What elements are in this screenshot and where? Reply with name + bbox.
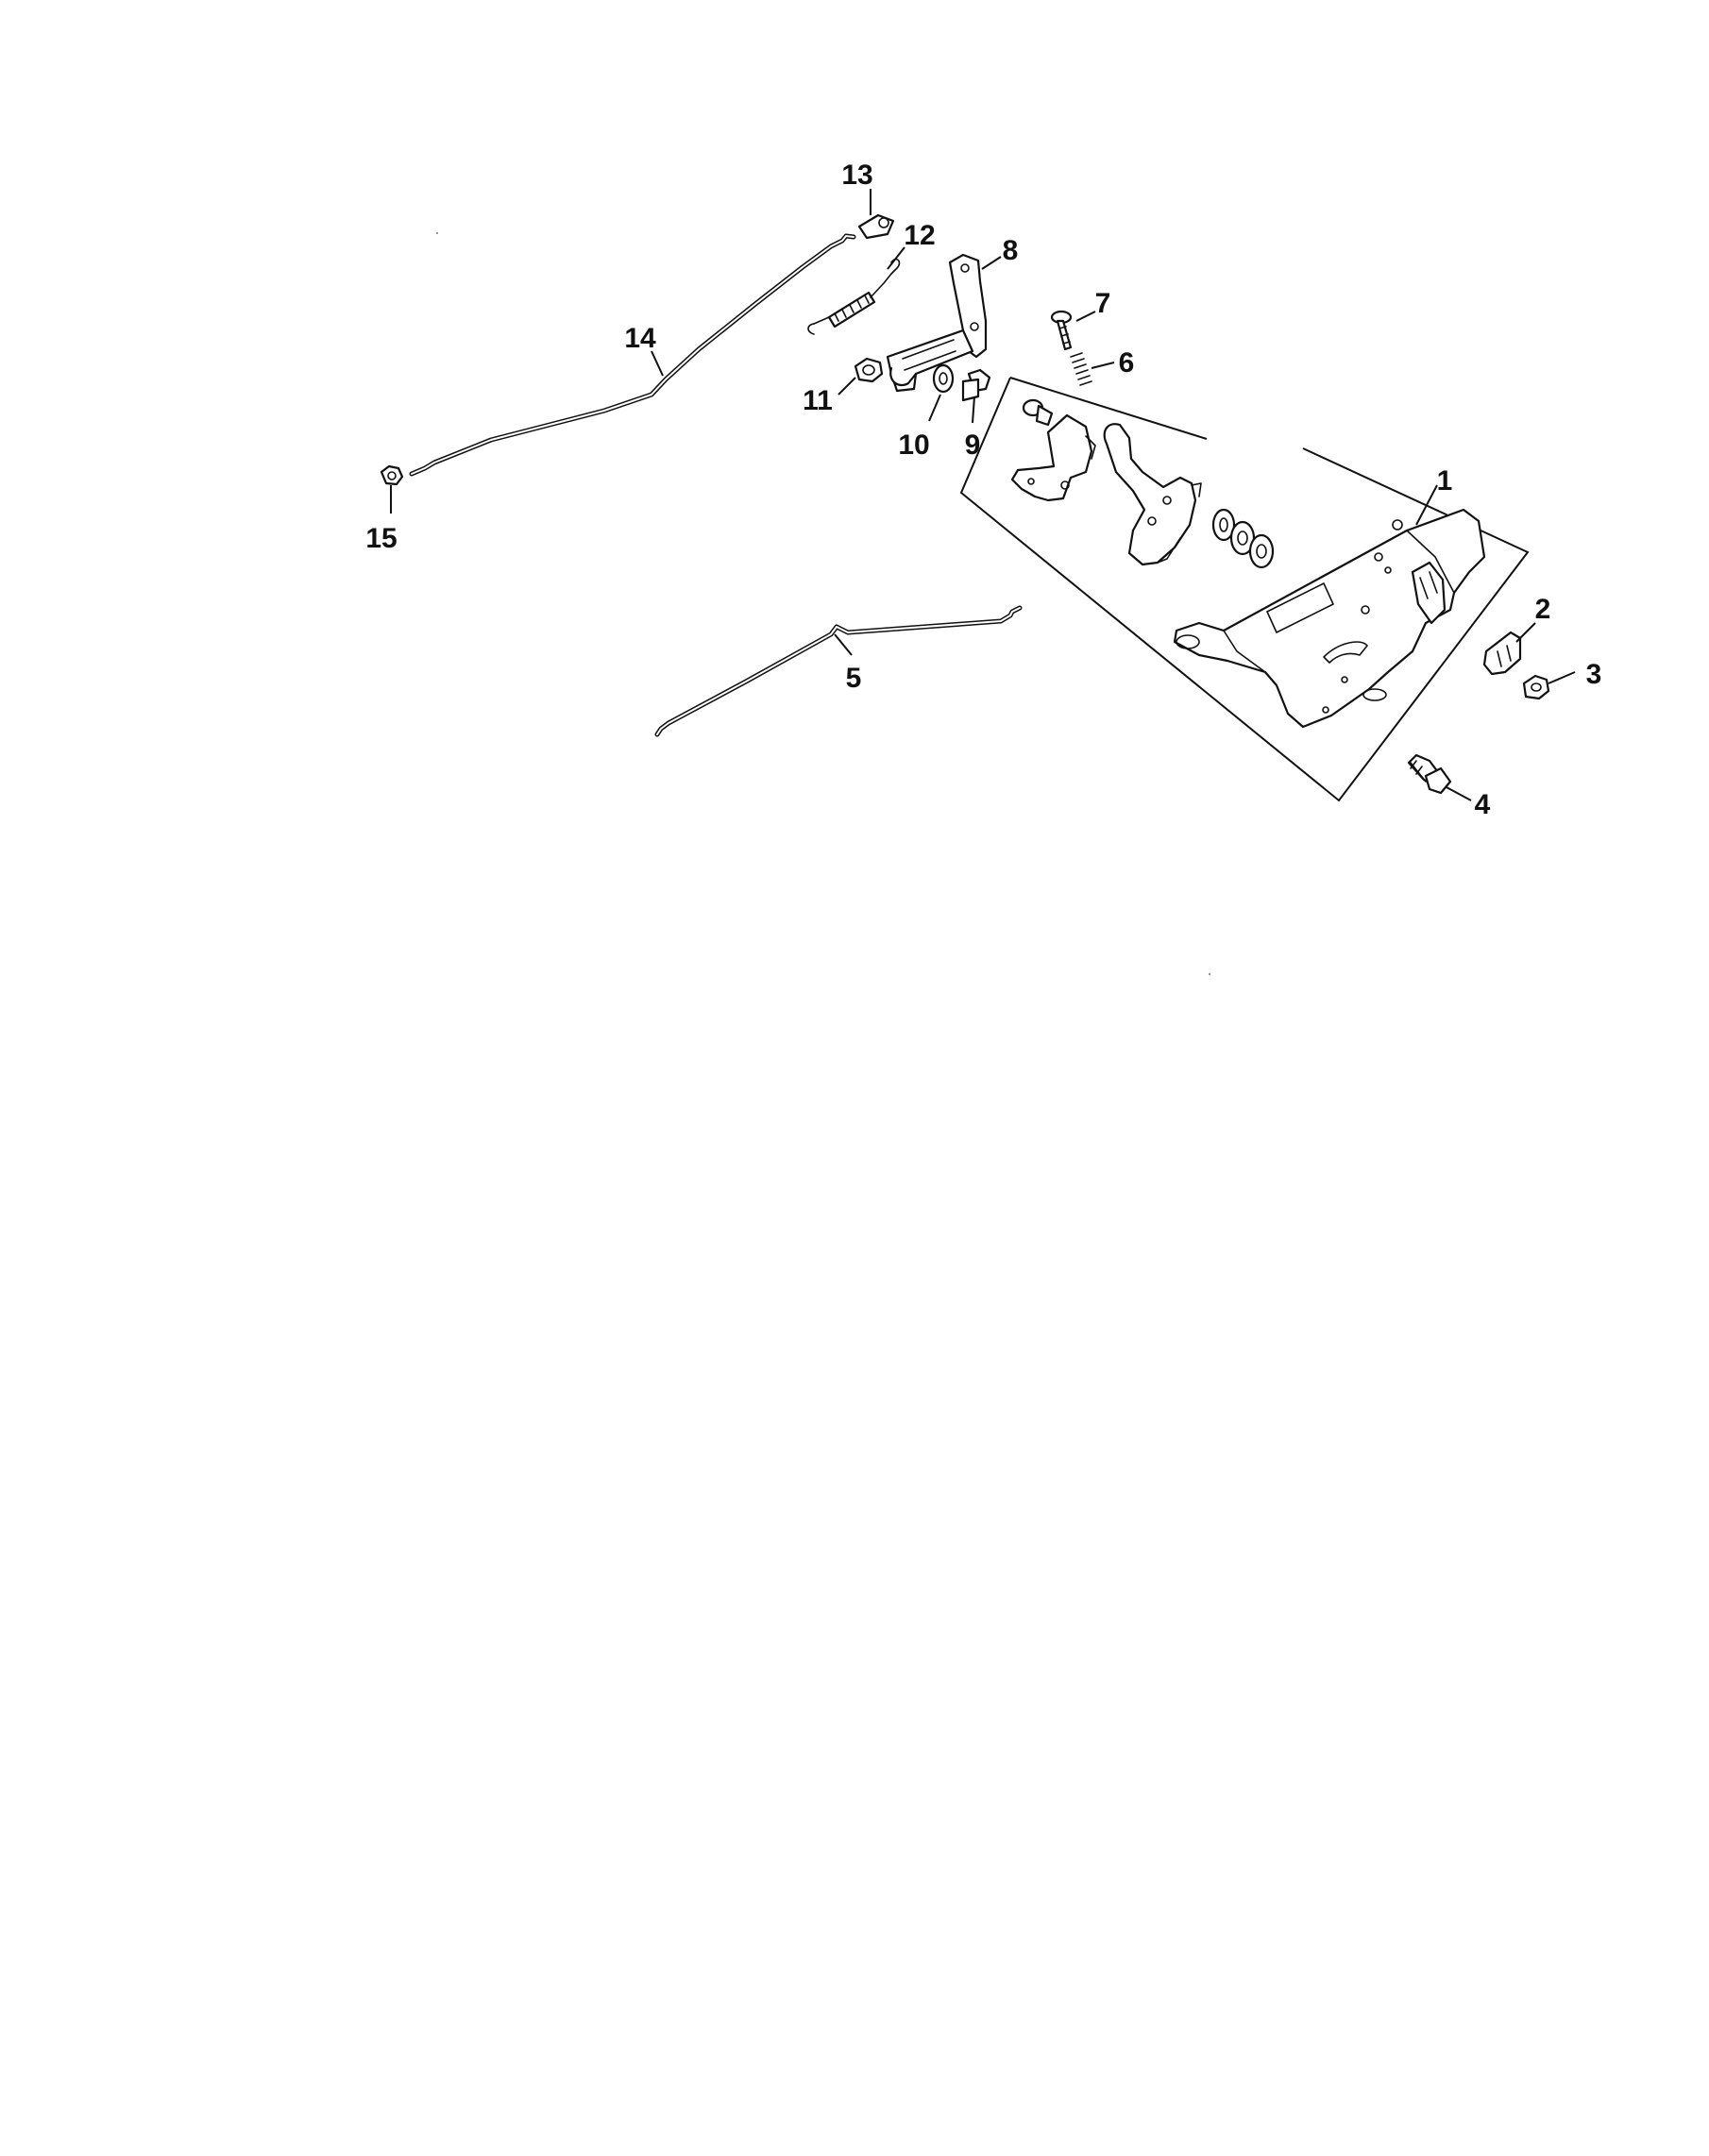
leader-5 xyxy=(834,633,853,656)
label-3: 3 xyxy=(1586,659,1602,690)
label-5: 5 xyxy=(846,663,862,694)
leader-1 xyxy=(1415,484,1438,526)
leader-9 xyxy=(972,396,975,424)
label-9: 9 xyxy=(965,430,981,461)
label-2: 2 xyxy=(1535,594,1551,625)
leader-4 xyxy=(1446,786,1472,801)
part-4-bolt xyxy=(1407,753,1452,795)
leader-7 xyxy=(1075,311,1096,322)
leader-3 xyxy=(1548,671,1576,684)
label-1: 1 xyxy=(1437,465,1453,497)
label-13: 13 xyxy=(841,160,872,191)
label-12: 12 xyxy=(904,220,935,251)
part-6-spring xyxy=(1070,352,1092,386)
leader-lines xyxy=(390,189,1576,801)
part-12-spring xyxy=(807,258,901,335)
label-6: 6 xyxy=(1119,347,1135,379)
part-9-bolt xyxy=(961,368,991,402)
label-11: 11 xyxy=(803,385,833,416)
leader-6 xyxy=(1091,362,1115,369)
leader-11 xyxy=(838,377,856,396)
label-7: 7 xyxy=(1095,288,1111,319)
part-3-nut xyxy=(1522,674,1550,700)
label-4: 4 xyxy=(1475,789,1491,820)
part-1-control-panel-assembly xyxy=(959,377,1530,802)
part-2-bracket xyxy=(1482,631,1522,676)
part-10-washer xyxy=(932,363,955,394)
part-15-nut xyxy=(380,464,404,486)
scan-speck xyxy=(1209,973,1210,975)
label-10: 10 xyxy=(898,430,929,461)
leader-12 xyxy=(887,246,905,270)
scan-speck xyxy=(436,232,438,234)
label-14: 14 xyxy=(624,323,656,354)
label-15: 15 xyxy=(365,523,397,554)
leader-14 xyxy=(651,350,664,377)
leader-10 xyxy=(928,394,941,422)
part-7-screw xyxy=(1050,310,1073,351)
label-8: 8 xyxy=(1003,235,1019,266)
callout-labels: 13 12 8 7 6 14 11 10 9 15 1 2 3 5 4 xyxy=(365,160,1601,820)
part-13-clip xyxy=(857,213,895,240)
part-8-lever xyxy=(886,253,988,393)
part-5-rod xyxy=(654,605,1023,737)
part-11-nut xyxy=(854,357,884,383)
leader-2 xyxy=(1515,622,1536,643)
part-14-control-rod xyxy=(409,233,856,477)
leader-8 xyxy=(981,256,1002,270)
